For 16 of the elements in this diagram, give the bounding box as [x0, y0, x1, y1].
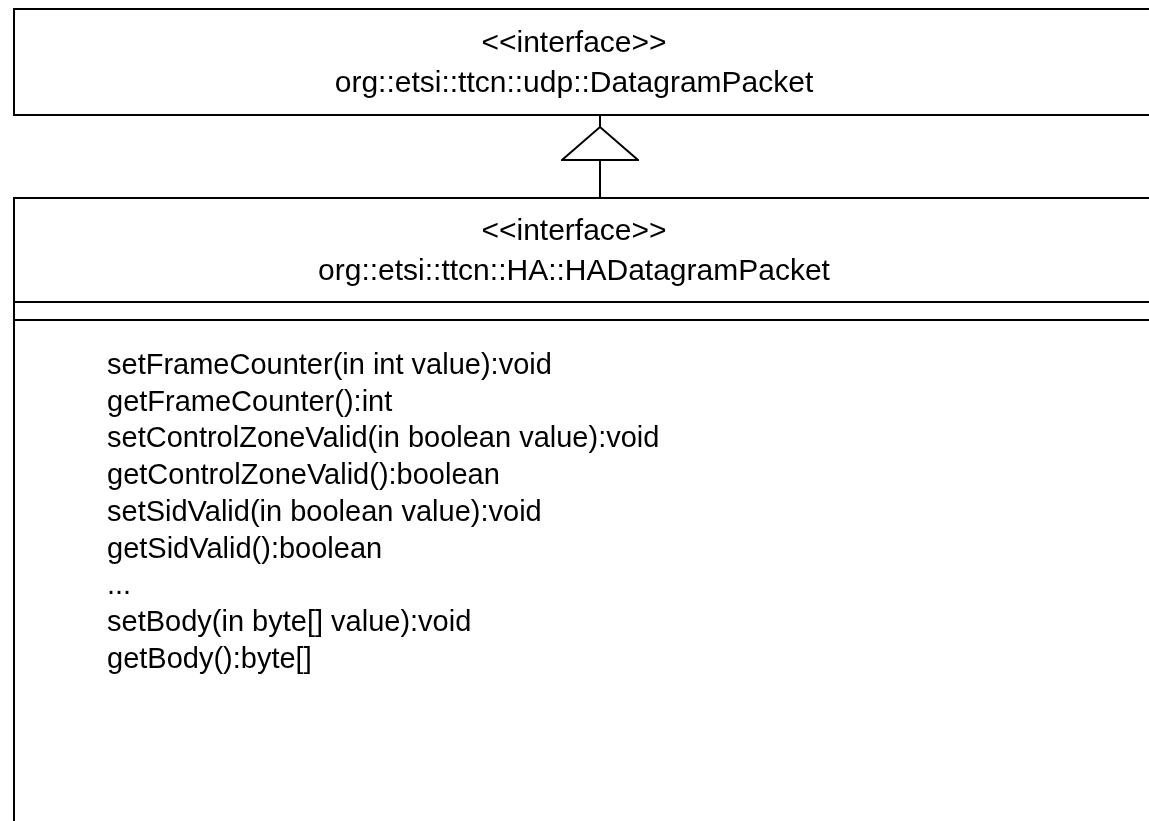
- operation-text: ...: [107, 567, 132, 603]
- stereotype-label: <<interface>>: [481, 212, 667, 248]
- operation-text: setBody(in byte[] value):void: [107, 603, 472, 639]
- class-box: [13, 197, 1149, 821]
- operation-text: getSidValid():boolean: [107, 530, 383, 566]
- operation-text: getControlZoneValid():boolean: [107, 457, 500, 493]
- stereotype-label: <<interface>>: [481, 24, 667, 60]
- class-name: org::etsi::ttcn::HA::HADatagramPacket: [318, 252, 830, 288]
- operation-text: setSidValid(in boolean value):void: [107, 493, 542, 529]
- class-name: org::etsi::ttcn::udp::DatagramPacket: [334, 64, 814, 100]
- operation-text: setControlZoneValid(in boolean value):void: [107, 420, 660, 456]
- operation-text: getBody():byte[]: [107, 640, 312, 676]
- operation-text: getFrameCounter():int: [107, 383, 393, 419]
- class-box: [13, 8, 1149, 116]
- operation-text: setFrameCounter(in int value):void: [107, 347, 552, 382]
- inheritance-arrow: [561, 115, 639, 198]
